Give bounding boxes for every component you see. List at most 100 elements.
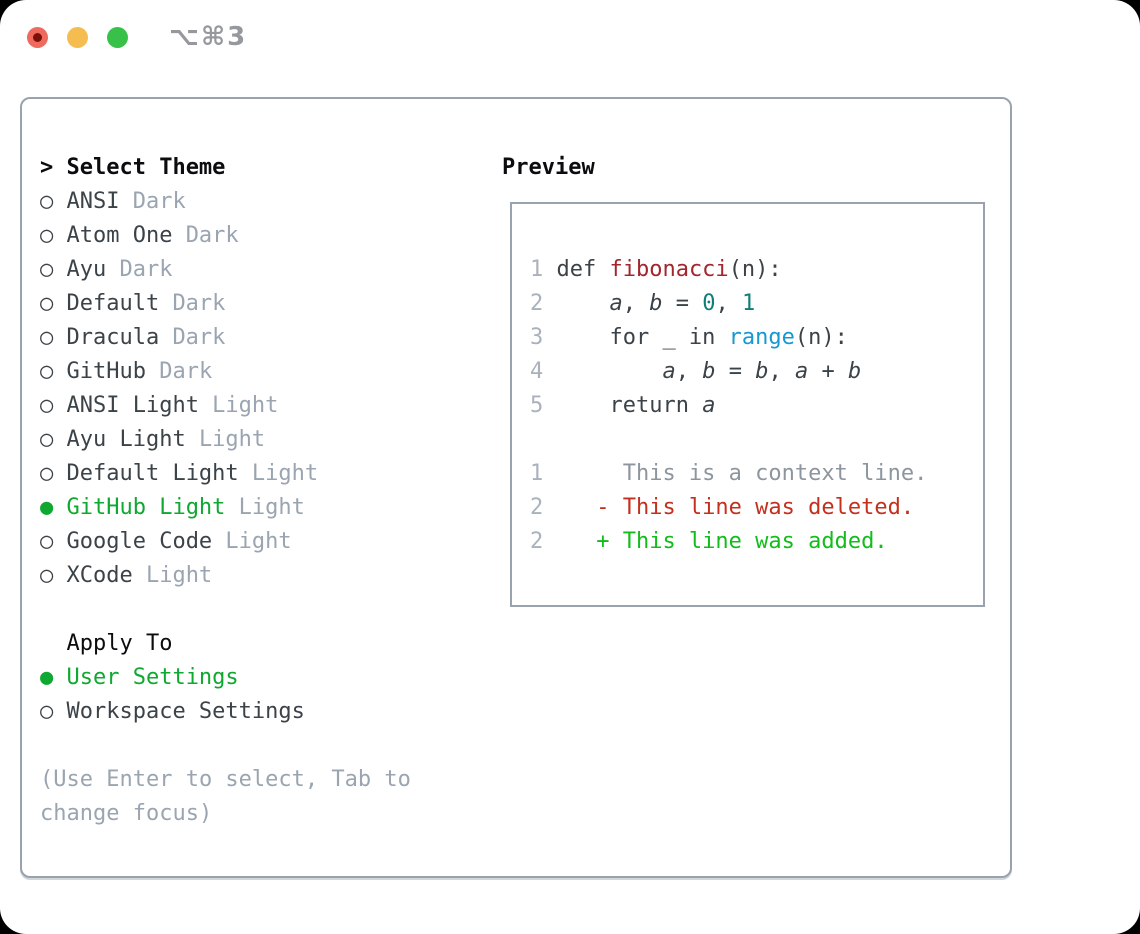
preview-line: 1 def fibonacci(n): [530, 253, 983, 287]
theme-name: Default Light [66, 461, 239, 486]
theme-name: Ayu [66, 257, 107, 282]
preview-line: 5 return a [530, 389, 983, 423]
radio-unselected-icon: ○ [40, 563, 54, 588]
radio-unselected-icon: ○ [40, 325, 54, 350]
window-title: ⌥⌘3 [169, 22, 248, 52]
theme-name: Google Code [66, 529, 213, 554]
line-number: 3 [530, 325, 544, 350]
theme-name: ANSI Light [66, 393, 199, 418]
spacer [40, 593, 411, 627]
footer-hint-line-1: (Use Enter to select, Tab to [40, 767, 411, 792]
close-button[interactable] [27, 26, 48, 48]
apply-option-label: User Settings [66, 665, 239, 690]
theme-variant: Light [145, 563, 213, 588]
radio-unselected-icon: ○ [40, 291, 54, 316]
preview-line: 2 a, b = 0, 1 [530, 287, 983, 321]
theme-option-ansi[interactable]: ○ ANSI Dark [40, 185, 411, 219]
minimize-button[interactable] [67, 26, 88, 48]
spacer [40, 729, 411, 763]
line-number: 2 [530, 291, 544, 316]
radio-unselected-icon: ○ [40, 461, 54, 486]
theme-name: ANSI [66, 189, 120, 214]
preview-line [530, 423, 983, 457]
code-segment-context: This is a context line. [556, 461, 928, 486]
code-segment-var: a [609, 291, 623, 316]
code-segment-added: + This line was added. [556, 529, 888, 554]
code-segment-code: = [715, 359, 756, 384]
unsaved-dot-icon [33, 32, 42, 42]
line-number: 1 [530, 257, 544, 282]
code-segment-code: , [768, 359, 795, 384]
code-segment-builtin: range [728, 325, 795, 350]
line-number: 2 [530, 529, 544, 554]
code-segment-code: for _ in [556, 325, 729, 350]
theme-option-xcode[interactable]: ○ XCode Light [40, 559, 411, 593]
apply-option-workspace-settings[interactable]: ○ Workspace Settings [40, 695, 411, 729]
radio-unselected-icon: ○ [40, 223, 54, 248]
code-segment-code: (n): [728, 257, 782, 282]
footer-hint-line-2: change focus) [40, 801, 213, 826]
line-number: 5 [530, 393, 544, 418]
theme-variant: Light [225, 529, 292, 554]
titlebar: ⌥⌘3 [27, 22, 247, 52]
code-segment-var: b [755, 359, 769, 384]
code-segment-code: = [662, 291, 703, 316]
code-segment-code: def [556, 257, 610, 282]
code-segment-code [556, 291, 609, 316]
preview-header: Preview [502, 155, 595, 180]
line-number: 2 [530, 495, 544, 520]
code-segment-code [556, 359, 662, 384]
preview-line: 2 - This line was deleted. [530, 491, 983, 525]
preview-line: 4 a, b = b, a + b [530, 355, 983, 389]
code-segment-deleted: - This line was deleted. [556, 495, 915, 520]
line-number: 1 [530, 461, 544, 486]
theme-variant: Dark [132, 189, 186, 214]
apply-to-list: ●User Settings ○ Workspace Settings [40, 661, 411, 729]
preview-line: 2 + This line was added. [530, 525, 983, 559]
apply-option-label: Workspace Settings [66, 699, 305, 724]
radio-unselected-icon: ○ [40, 699, 54, 724]
code-segment-var: b [702, 359, 716, 384]
code-segment-code [556, 393, 609, 418]
theme-variant: Light [238, 495, 305, 520]
radio-unselected-icon: ○ [40, 529, 54, 554]
code-segment-func: fibonacci [609, 257, 729, 282]
theme-name: Atom One [66, 223, 173, 248]
apply-option-user-settings[interactable]: ●User Settings [40, 661, 411, 695]
radio-selected-icon: ● [40, 495, 54, 520]
theme-option-default-light[interactable]: ○ Default Light Light [40, 457, 411, 491]
theme-option-google-code[interactable]: ○ Google Code Light [40, 525, 411, 559]
preview-line: 1 This is a context line. [530, 457, 983, 491]
code-segment-code: (n): [794, 325, 848, 350]
preview-line: 3 for _ in range(n): [530, 321, 983, 355]
code-segment-var: a [662, 359, 676, 384]
line-number: 4 [530, 359, 544, 384]
zoom-button[interactable] [107, 26, 128, 48]
theme-name: Dracula [66, 325, 160, 350]
cursor-prompt-icon: > [40, 155, 54, 180]
theme-variant: Dark [119, 257, 173, 282]
code-segment-code: + [808, 359, 848, 384]
theme-name: XCode [66, 563, 133, 588]
code-segment-code: , [715, 291, 742, 316]
theme-option-atom-one[interactable]: ○ Atom One Dark [40, 219, 411, 253]
theme-name: GitHub [66, 359, 146, 384]
theme-variant: Dark [172, 291, 226, 316]
radio-unselected-icon: ○ [40, 189, 54, 214]
radio-unselected-icon: ○ [40, 427, 54, 452]
theme-variant: Light [212, 393, 279, 418]
theme-variant: Dark [159, 359, 213, 384]
theme-variant: Dark [185, 223, 239, 248]
theme-variant: Light [251, 461, 319, 486]
